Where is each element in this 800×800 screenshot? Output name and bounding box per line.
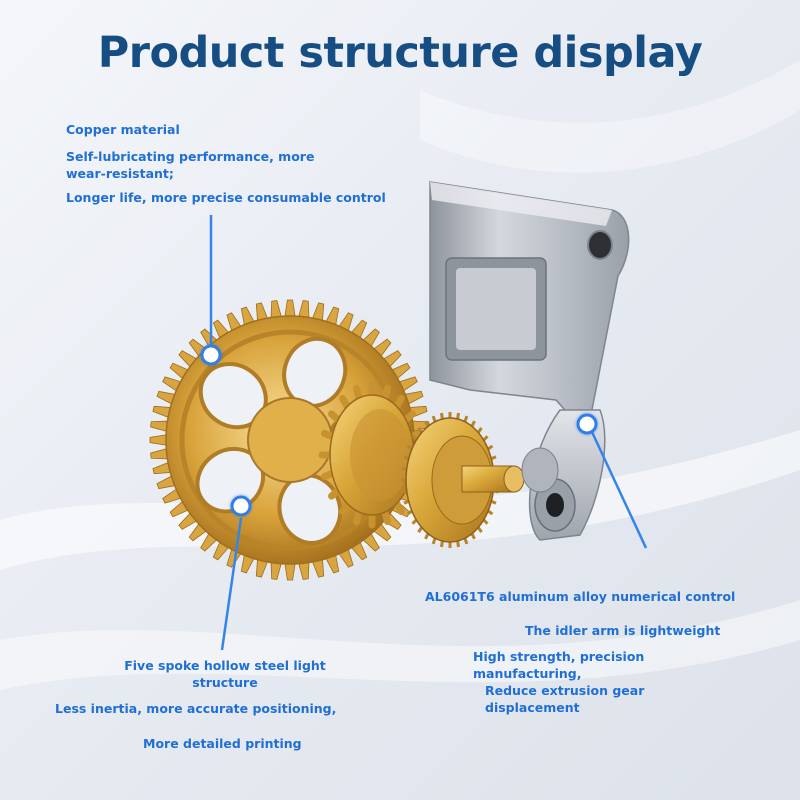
copper-heading: Copper material — [66, 122, 180, 137]
aluminum-line-3b: displacement — [485, 700, 580, 715]
aluminum-idler-arm — [429, 181, 630, 541]
spoke-line-2: Less inertia, more accurate positioning, — [55, 701, 337, 716]
copper-line-1b: wear-resistant; — [66, 166, 174, 181]
leader-line — [590, 431, 648, 549]
background-wave — [420, 60, 800, 173]
copper-line-2: Longer life, more precise consumable con… — [66, 190, 386, 205]
aluminum-line-2b: manufacturing, — [473, 666, 582, 681]
drive-gear — [401, 412, 525, 548]
spoke-line-1a: Five spoke hollow steel light — [124, 658, 326, 673]
pinion-gear — [318, 381, 426, 529]
aluminum-line-3a: Reduce extrusion gear — [485, 683, 645, 698]
aluminum-line-2a: High strength, precision — [473, 649, 645, 664]
spoke-line-1b: structure — [192, 675, 258, 690]
callout-dot-icon — [200, 344, 222, 366]
callout-dot-icon — [230, 495, 252, 517]
aluminum-heading: AL6061T6 aluminum alloy numerical contro… — [425, 589, 736, 604]
leader-line — [220, 517, 243, 651]
page-title: Product structure display — [97, 28, 703, 78]
aluminum-line-1: The idler arm is lightweight — [525, 623, 721, 638]
spoke-line-3: More detailed printing — [143, 736, 302, 751]
copper-line-1a: Self-lubricating performance, more — [66, 149, 315, 164]
callout-dot-icon — [576, 413, 598, 435]
background-wave — [0, 600, 800, 690]
